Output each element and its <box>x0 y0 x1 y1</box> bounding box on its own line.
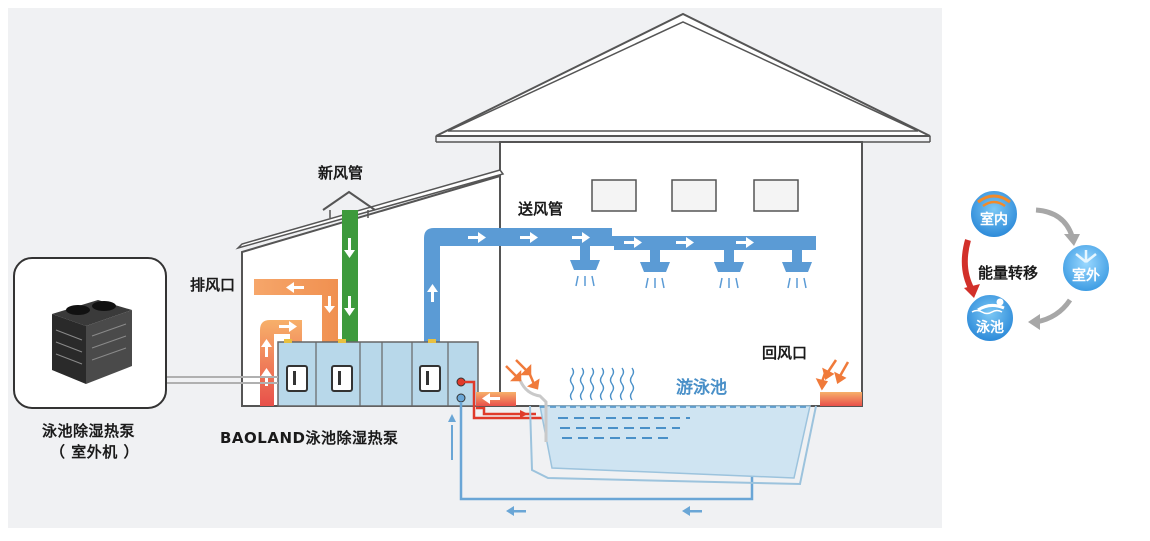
supply-air-duct <box>424 228 816 342</box>
curved-arrow-icon <box>964 284 980 298</box>
down-arrow-icon <box>324 296 335 313</box>
air-diffuser <box>570 246 812 272</box>
svg-text:室内: 室内 <box>980 211 1008 228</box>
up-arrow-icon <box>427 284 438 302</box>
window <box>753 179 799 212</box>
access-door <box>286 365 441 392</box>
dehumidifier-unit <box>277 339 479 407</box>
label-outdoor-unit-sub: （ 室外机 ） <box>50 443 139 461</box>
right-arrow-icon <box>279 321 297 332</box>
water-piping <box>451 380 754 501</box>
evaporation-icon <box>569 367 635 401</box>
right-arrow-icon <box>468 232 754 248</box>
outdoor-icon: 室外 <box>1061 243 1111 293</box>
window <box>671 179 717 212</box>
curved-arrow-icon <box>1028 314 1040 330</box>
airflow-arrows <box>575 275 807 289</box>
indoor-icon: 室内 <box>969 189 1019 239</box>
swimming-pool <box>518 367 817 486</box>
energy-transfer-cycle: 室内 室外 泳池 能量转移 <box>961 189 1111 343</box>
label-main-unit: BAOLAND泳池除湿热泵 <box>220 429 398 447</box>
label-fresh-air-duct: 新风管 <box>318 164 363 182</box>
outdoor-unit-icon <box>52 300 132 384</box>
svg-text:泳池: 泳池 <box>976 319 1004 336</box>
up-arrow-icon <box>448 414 456 422</box>
curved-arrow-icon <box>1064 234 1080 246</box>
fresh-air-hood <box>322 190 376 211</box>
svg-text:室外: 室外 <box>1072 267 1100 284</box>
label-pool: 游泳池 <box>676 377 727 398</box>
right-arrow-icon <box>520 410 528 418</box>
outdoor-unit <box>13 257 167 409</box>
left-arrow-icon <box>286 282 304 293</box>
window <box>591 179 637 212</box>
label-exhaust-outlet: 排风口 <box>190 276 235 294</box>
return-air-vent <box>476 359 862 406</box>
label-outdoor-unit: 泳池除湿热泵 <box>41 422 135 440</box>
energy-cycle-title: 能量转移 <box>978 264 1038 282</box>
down-arrow-icon <box>344 238 355 316</box>
left-arrow-icon <box>506 506 702 516</box>
exhaust-duct <box>254 279 338 342</box>
pool-icon: 泳池 <box>965 293 1015 343</box>
up-arrow-icon <box>261 339 272 386</box>
label-supply-air-duct: 送风管 <box>517 200 563 218</box>
fresh-air-duct <box>322 190 376 342</box>
label-return-air-inlet: 回风口 <box>762 344 807 362</box>
